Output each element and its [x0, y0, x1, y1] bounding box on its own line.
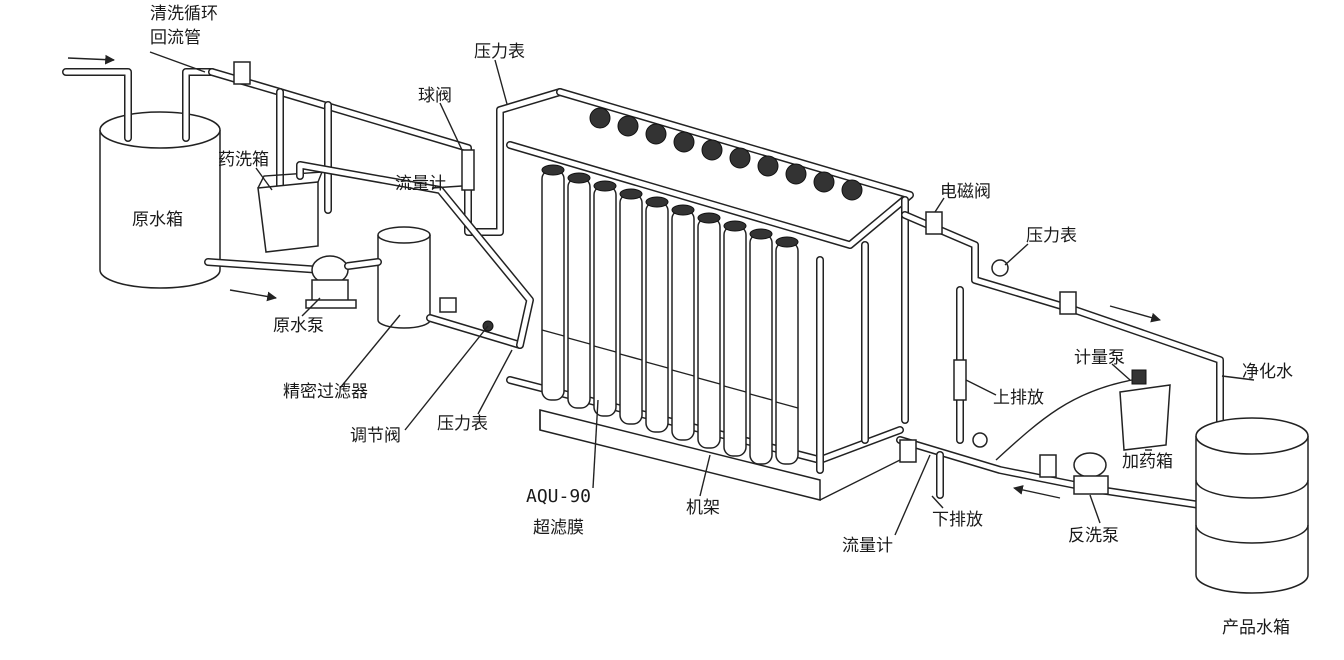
label-flow-meter-bottom: 流量计 — [842, 536, 893, 556]
membrane-tube-8 — [723, 220, 747, 457]
label-cleaning-return-2: 回流管 — [150, 28, 201, 48]
label-solenoid-valve: 电磁阀 — [940, 182, 991, 202]
label-lower-drain: 下排放 — [932, 510, 983, 530]
outflow-arrow — [229, 289, 277, 302]
inflow-arrow — [67, 54, 115, 65]
label-chemical-cleaning-tank: 药洗箱 — [218, 150, 269, 170]
backwash-line — [896, 432, 1204, 509]
label-regulating-valve: 调节阀 — [350, 426, 401, 446]
backwash-pump — [1073, 452, 1109, 495]
leader-lines — [149, 51, 1255, 536]
membrane-tube-7 — [697, 212, 721, 449]
membrane-tube-3 — [593, 180, 617, 417]
membrane-tube-4 — [619, 188, 643, 425]
chemical-cleaning-tank — [257, 171, 324, 253]
backwash-arrow — [1013, 485, 1061, 499]
membrane-tube-2 — [567, 172, 591, 409]
label-cleaning-return-1: 清洗循环 — [150, 4, 218, 24]
membrane-tube-6 — [671, 204, 695, 441]
membrane-tube-1 — [541, 164, 565, 401]
label-purified-water: 净化水 — [1242, 362, 1293, 382]
raw-water-tank — [62, 68, 326, 289]
label-upper-drain: 上排放 — [993, 388, 1044, 408]
membrane-frame — [506, 88, 914, 501]
membrane-tube-5 — [645, 196, 669, 433]
label-backwash-pump: 反洗泵 — [1068, 526, 1119, 546]
raw-water-pump — [305, 255, 357, 309]
label-ball-valve: 球阀 — [418, 86, 452, 106]
membrane-tube-9 — [749, 228, 773, 465]
return-manifold — [208, 61, 564, 236]
membrane-tube-10 — [775, 236, 799, 465]
label-pressure-gauge-inlet: 压力表 — [437, 414, 488, 434]
label-membrane-name: 超滤膜 — [533, 518, 584, 538]
top-valve-row — [589, 107, 863, 201]
label-pressure-gauge-right: 压力表 — [1026, 226, 1077, 246]
label-precision-filter: 精密过滤器 — [283, 382, 368, 402]
label-flow-meter-top: 流量计 — [395, 174, 446, 194]
label-raw-water-tank: 原水箱 — [132, 210, 183, 230]
label-raw-water-pump: 原水泵 — [273, 316, 324, 336]
label-dosing-tank: 加药箱 — [1122, 452, 1173, 472]
dosing-tank — [1119, 369, 1171, 451]
product-water-tank — [1195, 417, 1309, 594]
label-product-water-tank: 产品水箱 — [1222, 618, 1290, 638]
membrane-modules — [541, 164, 799, 465]
label-metering-pump: 计量泵 — [1074, 348, 1125, 368]
label-pressure-gauge-top: 压力表 — [474, 42, 525, 62]
purified-arrow — [1109, 305, 1161, 323]
precision-filter — [344, 226, 524, 349]
label-frame: 机架 — [686, 498, 720, 518]
product-line — [901, 211, 1224, 444]
label-membrane-model: AQU-90 — [526, 486, 592, 507]
